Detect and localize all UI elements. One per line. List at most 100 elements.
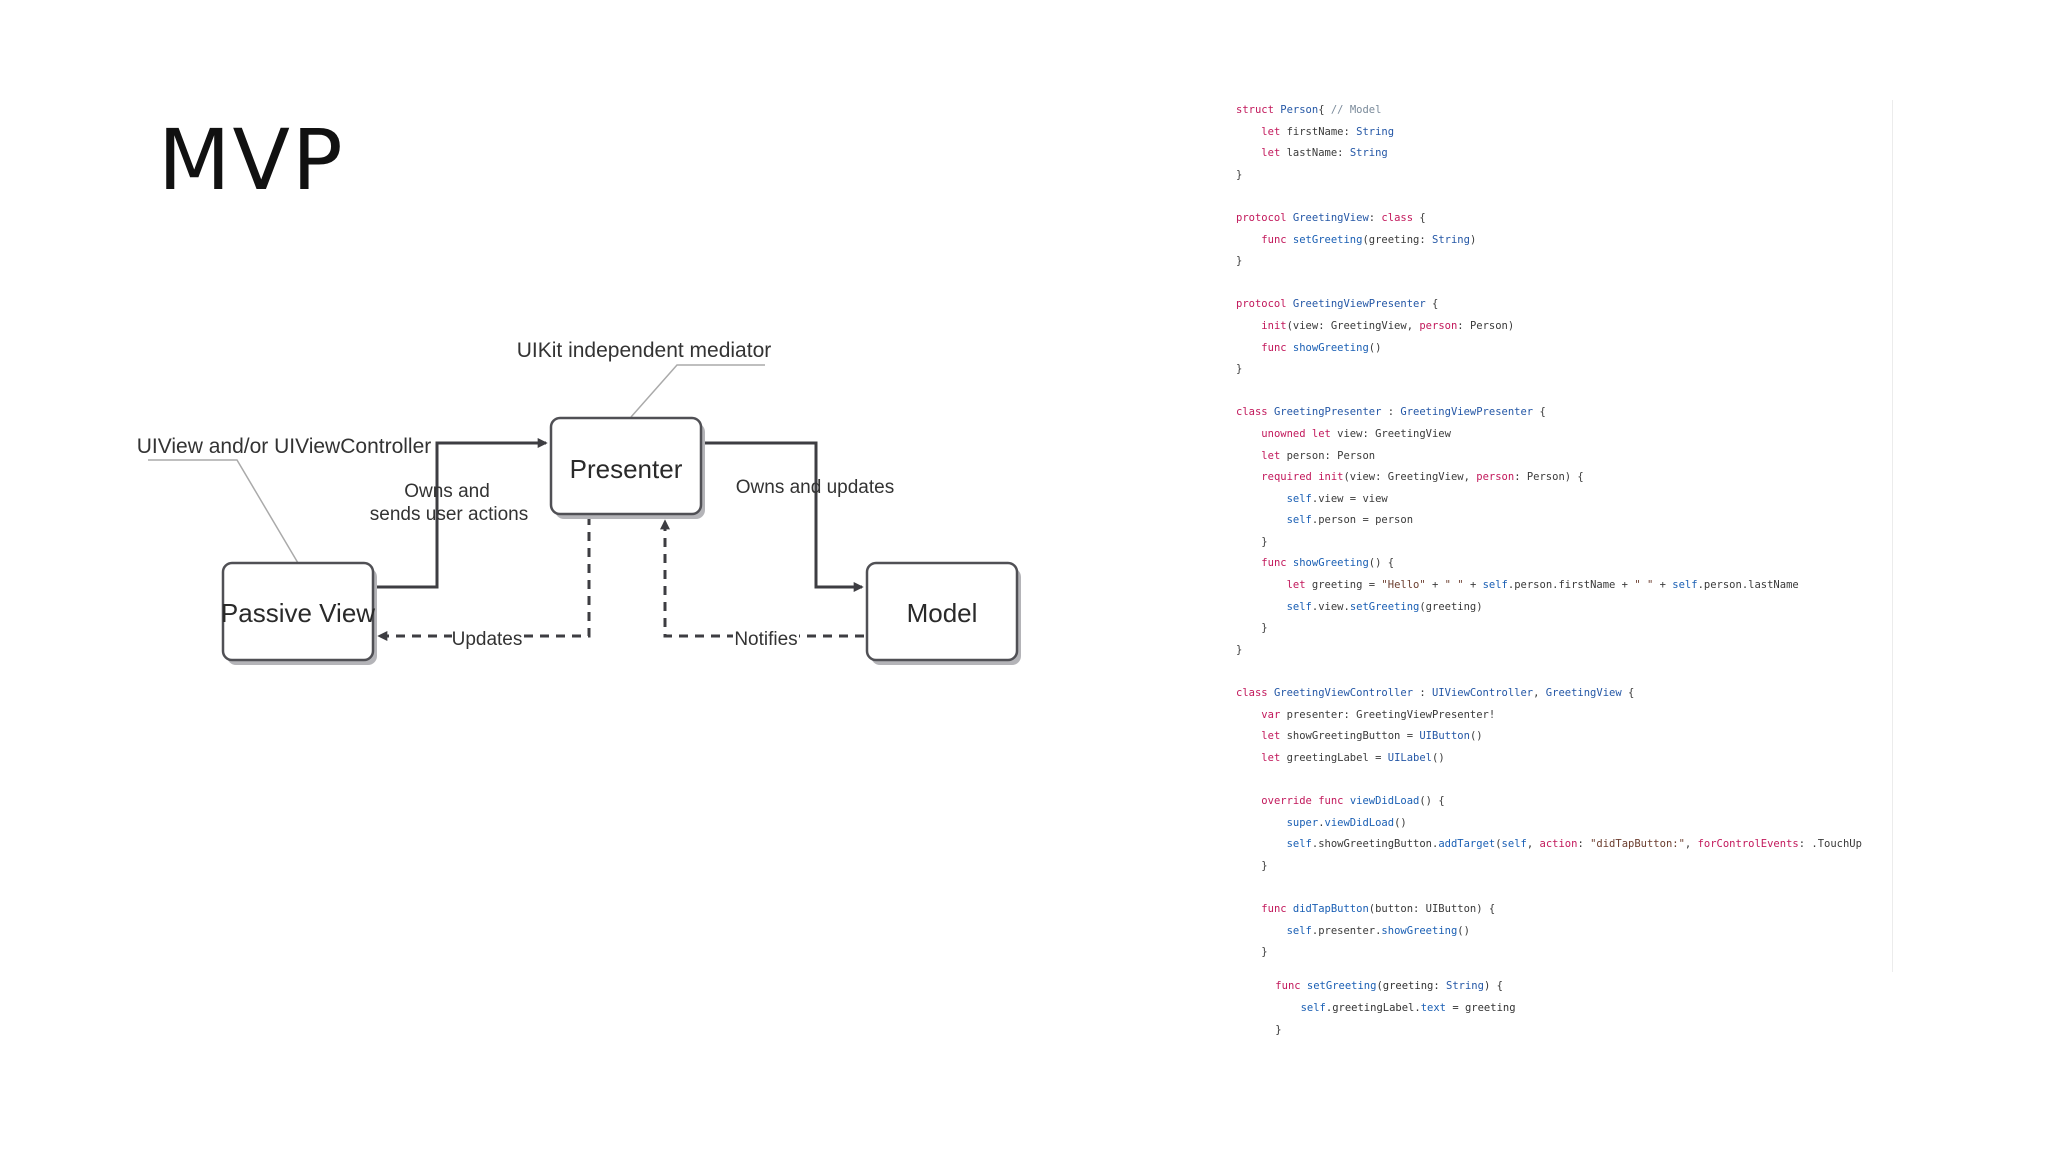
code-token: .view. — [1311, 600, 1350, 613]
code-line: let person: Person — [1236, 446, 1892, 468]
code-token: GreetingViewPresenter — [1292, 298, 1426, 311]
model-label: Model — [907, 598, 978, 628]
code-line: func setGreeting(greeting: String) — [1236, 230, 1892, 252]
code-token: func — [1275, 980, 1307, 992]
code-token: () { — [1368, 557, 1395, 570]
code-token: action — [1539, 838, 1578, 851]
edge-label-owns-and-updates: Owns and updates — [736, 477, 894, 498]
code-token — [1236, 601, 1287, 613]
code-token: viewDidLoad — [1349, 795, 1420, 807]
code-token: struct — [1236, 104, 1281, 116]
code-token: { — [1413, 211, 1426, 224]
code-token: self — [1501, 838, 1527, 851]
code-token: ) { — [1483, 980, 1503, 992]
code-token — [1236, 234, 1261, 246]
code-token: Person — [1280, 104, 1319, 116]
code-token: firstName: — [1286, 125, 1357, 138]
code-token: "Hello" — [1381, 579, 1426, 592]
edge-presenter-to-model — [702, 441, 864, 592]
code-token — [1236, 126, 1261, 138]
code-token: .view = view — [1311, 492, 1388, 505]
code-line: } — [1236, 165, 1892, 187]
view-note: UIView and/or UIViewController — [137, 435, 432, 458]
code-token: (greeting: — [1376, 980, 1446, 992]
code-token: (view: GreetingView, — [1286, 319, 1420, 332]
code-token: + — [1653, 579, 1673, 592]
code-token: setGreeting — [1349, 600, 1420, 613]
code-token: person — [1476, 471, 1515, 484]
code-line: func showGreeting() { — [1236, 553, 1892, 575]
code-token: text — [1420, 1002, 1446, 1014]
code-token — [1250, 980, 1275, 992]
code-line: self.view = view — [1236, 489, 1892, 511]
code-line: func setGreeting(greeting: String) { — [1250, 975, 1516, 997]
code-line: struct Person{ // Model — [1236, 100, 1892, 122]
code-token: UILabel — [1387, 751, 1433, 764]
code-token: { — [1425, 298, 1439, 311]
code-token: let — [1261, 751, 1287, 764]
code-token: String — [1356, 125, 1395, 138]
code-token: protocol — [1236, 298, 1293, 311]
code-token: showGreeting — [1292, 557, 1369, 570]
code-token: + — [1463, 579, 1483, 592]
code-token — [1236, 903, 1261, 915]
code-line: self.presenter.showGreeting() — [1236, 921, 1892, 943]
code-token: unowned let — [1261, 427, 1338, 440]
code-token: self — [1672, 579, 1698, 592]
code-token: { — [1621, 687, 1635, 700]
code-line: let showGreetingButton = UIButton() — [1236, 726, 1892, 748]
code-token: func — [1261, 233, 1293, 246]
code-token: (greeting: — [1362, 233, 1432, 246]
code-token: self — [1286, 492, 1312, 505]
code-token: , — [1533, 687, 1546, 700]
code-line: let lastName: String — [1236, 143, 1892, 165]
code-token: required init — [1261, 471, 1344, 484]
code-line: } — [1236, 856, 1892, 878]
model-node: Model — [865, 561, 1021, 665]
code-token: greeting = — [1311, 579, 1382, 592]
code-token: = greeting — [1446, 1002, 1516, 1014]
slide-title: MVP — [158, 111, 345, 209]
code-token: setGreeting — [1292, 233, 1363, 246]
code-token: class — [1236, 687, 1274, 700]
code-line: override func viewDidLoad() { — [1236, 791, 1892, 813]
code-token: "didTapButton:" — [1590, 838, 1685, 851]
code-line: func didTapButton(button: UIButton) { — [1236, 899, 1892, 921]
code-token — [1250, 1002, 1301, 1014]
presenter-note-line — [630, 364, 765, 418]
code-token: protocol — [1236, 211, 1293, 224]
code-line: let firstName: String — [1236, 122, 1892, 144]
mvp-diagram: Presenter Passive View Model UIKit indep… — [0, 0, 1080, 725]
code-token: let — [1261, 125, 1287, 138]
code-token: .person = person — [1311, 514, 1414, 527]
code-token: setGreeting — [1306, 980, 1377, 992]
code-token: self — [1286, 514, 1312, 527]
code-line: required init(view: GreetingView, person… — [1236, 467, 1892, 489]
code-token: () — [1457, 924, 1470, 937]
code-line: func showGreeting() — [1236, 338, 1892, 360]
code-token: ( — [1495, 838, 1502, 851]
edge-label-notifies: Notifies — [734, 629, 797, 650]
code-line — [1236, 877, 1892, 899]
code-line: protocol GreetingView: class { — [1236, 208, 1892, 230]
code-token — [1236, 730, 1261, 742]
code-token — [1236, 428, 1261, 440]
code-token: (button: UIButton) { — [1368, 902, 1496, 915]
code-token — [1236, 579, 1287, 591]
code-token — [1236, 925, 1287, 937]
code-token: let — [1261, 449, 1287, 462]
code-token: } — [1236, 363, 1243, 376]
code-token: } — [1236, 946, 1268, 959]
code-token: (greeting) — [1419, 600, 1483, 613]
code-token: : — [1381, 406, 1401, 419]
code-token: : — [1368, 211, 1382, 224]
code-line: var presenter: GreetingViewPresenter! — [1236, 705, 1892, 727]
code-token: } — [1236, 859, 1268, 872]
code-token: self — [1300, 1002, 1326, 1014]
code-token — [1236, 752, 1261, 764]
code-line: } — [1236, 251, 1892, 273]
code-token: .showGreetingButton. — [1311, 838, 1439, 851]
code-token — [1236, 147, 1261, 159]
code-token: .person.firstName + — [1507, 579, 1635, 592]
code-line: } — [1236, 942, 1892, 964]
